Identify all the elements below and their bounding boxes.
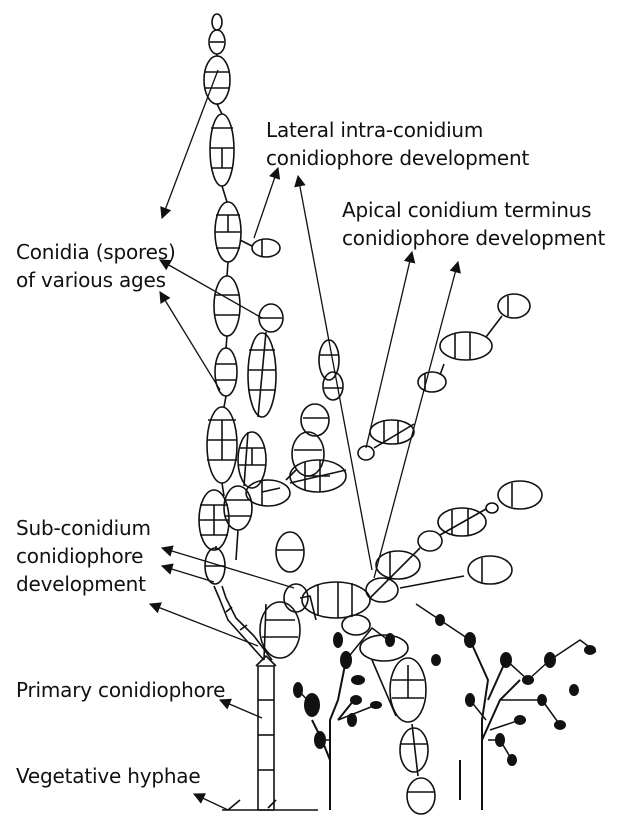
arrow-lateral-to-conidium (254, 168, 278, 238)
label-primary-conidiophore: Primary conidiophore (16, 676, 225, 704)
arrow-vegetative (194, 794, 228, 810)
label-sub-line3: development (16, 570, 151, 598)
label-sub-conidium: Sub-conidium conidiophore development (16, 514, 151, 598)
label-lateral-line1: Lateral intra-conidium (266, 116, 529, 144)
lateral-conidium (240, 239, 280, 257)
primary-conidiophore (256, 656, 276, 810)
label-apical-development: Apical conidium terminus conidiophore de… (342, 196, 605, 252)
label-sub-line2: conidiophore (16, 542, 151, 570)
label-apical-line2: conidiophore development (342, 224, 605, 252)
arrow-conidia-b (160, 292, 220, 390)
arrow-apical-1 (366, 252, 412, 448)
label-conidia: Conidia (spores) of various ages (16, 238, 176, 294)
label-vegetative-text: Vegetative hyphae (16, 762, 200, 790)
left-branch-stalk (214, 586, 272, 660)
conidia-chain-upper-left-branch (286, 340, 343, 480)
conidia-chain-right-upper (246, 294, 530, 506)
arrow-primary (220, 700, 262, 718)
arrow-sub-3 (150, 604, 258, 646)
silhouette-blobs (293, 614, 596, 766)
label-primary-text: Primary conidiophore (16, 676, 225, 704)
conidia-chain-left (199, 14, 241, 584)
label-lateral-line2: conidiophore development (266, 144, 529, 172)
conidia-chain-lower-right (260, 481, 542, 814)
label-lateral-development: Lateral intra-conidium conidiophore deve… (266, 116, 529, 172)
arrow-sub-1 (162, 548, 294, 588)
label-conidia-line2: of various ages (16, 266, 176, 294)
label-apical-line1: Apical conidium terminus (342, 196, 605, 224)
conidia-chain-middle (224, 304, 283, 560)
vegetative-hypha (228, 800, 276, 810)
label-sub-line1: Sub-conidium (16, 514, 151, 542)
label-vegetative-hyphae: Vegetative hyphae (16, 762, 200, 790)
label-conidia-line1: Conidia (spores) (16, 238, 176, 266)
